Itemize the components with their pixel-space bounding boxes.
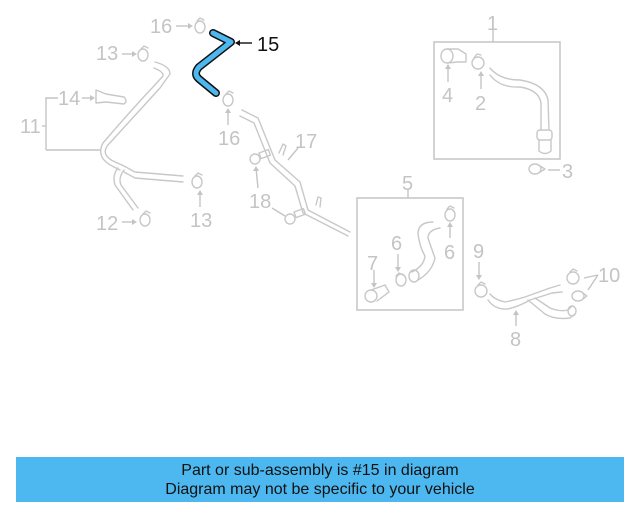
callout-2[interactable]: 2 — [475, 93, 486, 115]
part-18-bolt-upper[interactable] — [249, 148, 272, 165]
part-12-clamp[interactable] — [139, 210, 151, 227]
part-13-clamp-top[interactable] — [137, 45, 149, 62]
part-4-elbow[interactable] — [440, 48, 467, 64]
callout-8[interactable]: 8 — [510, 329, 521, 351]
part-6-clamp-left[interactable] — [395, 272, 407, 287]
callout-14[interactable]: 14 — [58, 88, 80, 110]
part-17-pipe[interactable] — [239, 109, 351, 237]
callout-18[interactable]: 18 — [249, 191, 271, 213]
part-14-bracket[interactable] — [95, 89, 127, 105]
callout-17[interactable]: 17 — [295, 131, 317, 153]
banner-line-2: Diagram may not be specific to your vehi… — [165, 481, 475, 498]
part-5-hose[interactable] — [408, 221, 441, 283]
callout-15[interactable]: 15 — [257, 34, 279, 56]
callout-6-right[interactable]: 6 — [444, 242, 455, 264]
part-9-clamp[interactable] — [474, 281, 488, 298]
parts-diagram: 1 4 2 3 15 16 — [20, 13, 620, 351]
callout-13-lower[interactable]: 13 — [190, 210, 212, 232]
callout-1[interactable]: 1 — [487, 13, 498, 35]
info-banner: Part or sub-assembly is #15 in diagram D… — [16, 457, 624, 502]
assembly-11: 11 14 — [20, 61, 184, 211]
part-13-clamp-lower[interactable] — [191, 172, 203, 189]
callout-9[interactable]: 9 — [473, 241, 484, 263]
part-3-clamp[interactable] — [528, 163, 546, 175]
callout-3[interactable]: 3 — [562, 161, 573, 183]
callout-13-top[interactable]: 13 — [96, 43, 118, 65]
part-16-clamp-top[interactable] — [194, 17, 206, 34]
callout-16-lower[interactable]: 16 — [218, 128, 240, 150]
part-16-clamp-lower[interactable] — [222, 90, 234, 107]
callout-7[interactable]: 7 — [367, 253, 378, 275]
banner-line-1: Part or sub-assembly is #15 in diagram — [181, 462, 459, 479]
part-6-clamp-right[interactable] — [444, 205, 456, 222]
callout-12[interactable]: 12 — [96, 213, 118, 235]
callout-16-top[interactable]: 16 — [150, 16, 172, 38]
callout-5[interactable]: 5 — [402, 173, 413, 195]
callout-6-left[interactable]: 6 — [391, 233, 402, 255]
assembly-1: 1 4 2 — [433, 13, 561, 160]
part-18-bolt-lower[interactable] — [284, 207, 307, 225]
part-10-clamp-upper[interactable] — [566, 268, 580, 285]
part-10-clamp-lower[interactable] — [571, 290, 588, 302]
callout-10[interactable]: 10 — [598, 265, 620, 287]
part-15-hose-highlighted[interactable] — [192, 29, 235, 97]
callout-4[interactable]: 4 — [442, 85, 453, 107]
part-7-connector[interactable] — [364, 284, 390, 303]
assembly-5: 5 7 6 6 — [356, 173, 464, 311]
callout-11[interactable]: 11 — [20, 116, 41, 138]
part-2-clamp[interactable] — [471, 53, 485, 70]
part-8-hose[interactable] — [487, 284, 577, 320]
